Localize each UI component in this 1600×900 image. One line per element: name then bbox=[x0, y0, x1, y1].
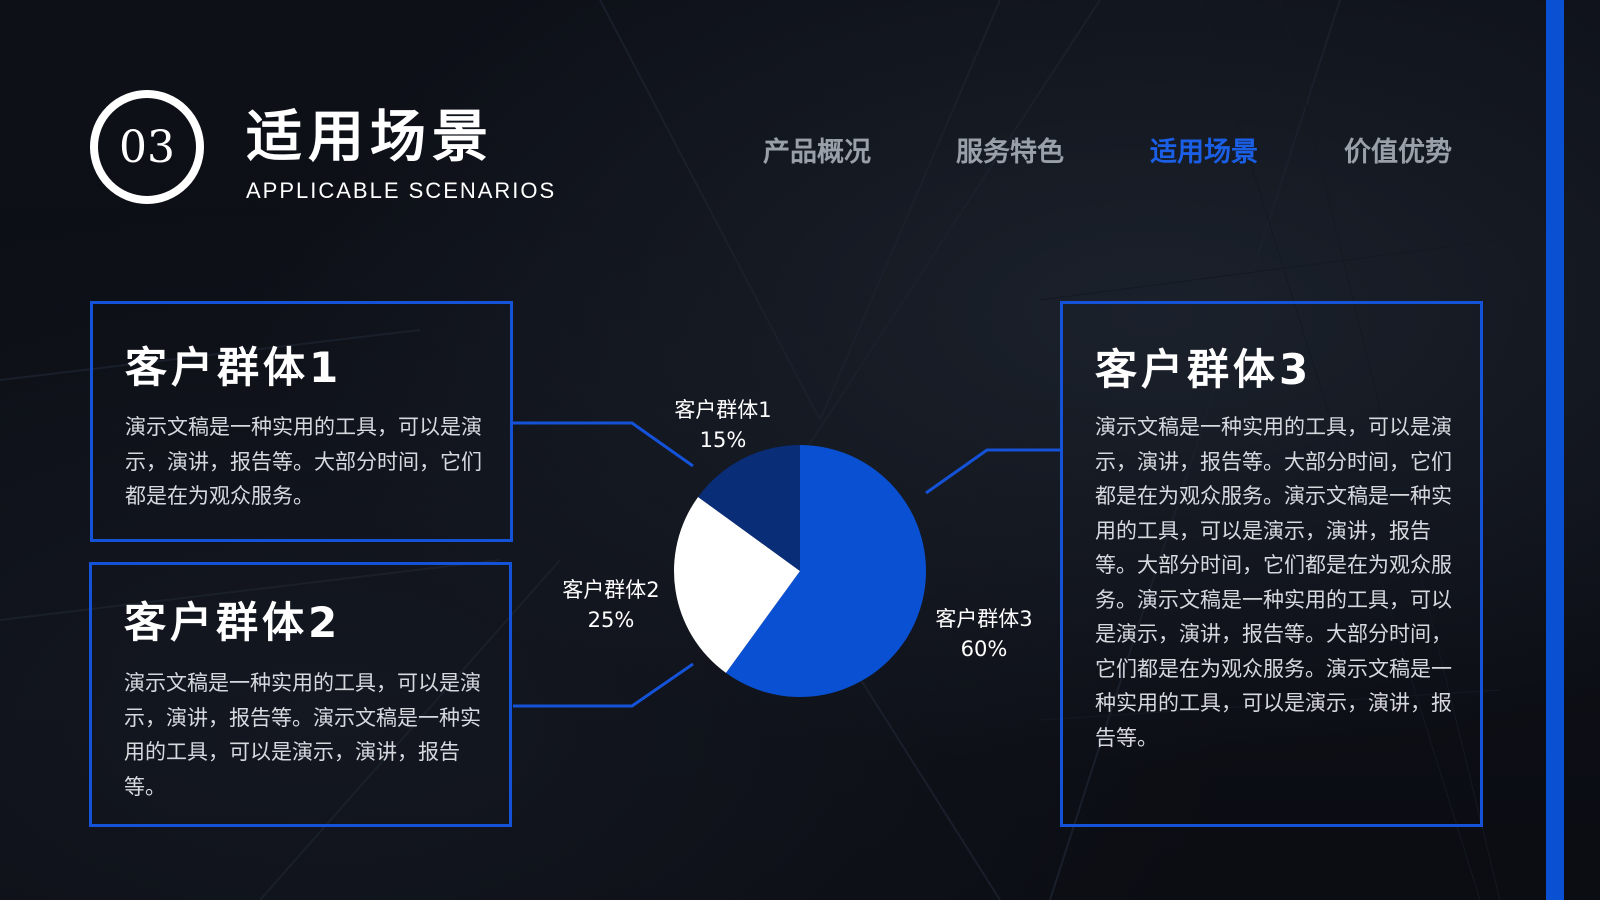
pie-slice-2 bbox=[674, 496, 800, 673]
connector-line-1 bbox=[513, 421, 694, 468]
pie-label-name-1: 客户群体1 bbox=[674, 398, 771, 422]
pie-label-name-3: 客户群体3 bbox=[935, 607, 1032, 631]
connector-line-2 bbox=[513, 662, 694, 708]
card-title: 客户群体3 bbox=[1095, 345, 1313, 394]
accent-bar bbox=[1546, 0, 1564, 900]
connector-line-3 bbox=[925, 448, 1060, 495]
pie-slice-3 bbox=[725, 445, 926, 698]
nav-item-service-features[interactable]: 服务特色 bbox=[956, 137, 1064, 168]
card-title: 客户群体2 bbox=[124, 598, 342, 647]
connector-lines bbox=[513, 421, 1060, 708]
card-title: 客户群体1 bbox=[125, 343, 343, 392]
pie-label-value-3: 60% bbox=[961, 637, 1008, 661]
card-text: 演示文稿是一种实用的工具，可以是演示，演讲，报告等。大部分时间，它们都是在为观众… bbox=[1095, 415, 1452, 750]
nav-item-applicable-scenarios[interactable]: 适用场景 bbox=[1150, 137, 1258, 168]
card-text: 演示文稿是一种实用的工具，可以是演示，演讲，报告等。演示文稿是一种实用的工具，可… bbox=[124, 671, 481, 799]
section-number-badge: 03 bbox=[90, 90, 204, 204]
card-text: 演示文稿是一种实用的工具，可以是演示，演讲，报告等。大部分时间，它们都是在为观众… bbox=[125, 415, 482, 508]
pie-label-value-2: 25% bbox=[588, 608, 635, 632]
card-customer-group-1: 客户群体1 演示文稿是一种实用的工具，可以是演示，演讲，报告等。大部分时间，它们… bbox=[90, 301, 513, 542]
nav-item-value-advantages[interactable]: 价值优势 bbox=[1344, 137, 1452, 168]
card-customer-group-2: 客户群体2 演示文稿是一种实用的工具，可以是演示，演讲，报告等。演示文稿是一种实… bbox=[89, 562, 512, 827]
page-title: 适用场景 bbox=[246, 105, 494, 170]
pie-label-value-1: 15% bbox=[700, 428, 747, 452]
card-customer-group-3: 客户群体3 演示文稿是一种实用的工具，可以是演示，演讲，报告等。大部分时间，它们… bbox=[1060, 301, 1483, 827]
pie-label-name-2: 客户群体2 bbox=[562, 578, 659, 602]
nav-item-product-overview[interactable]: 产品概况 bbox=[763, 137, 871, 168]
section-number: 03 bbox=[119, 121, 175, 173]
pie-slice-1 bbox=[698, 445, 800, 571]
page-subtitle: APPLICABLE SCENARIOS bbox=[246, 178, 557, 203]
